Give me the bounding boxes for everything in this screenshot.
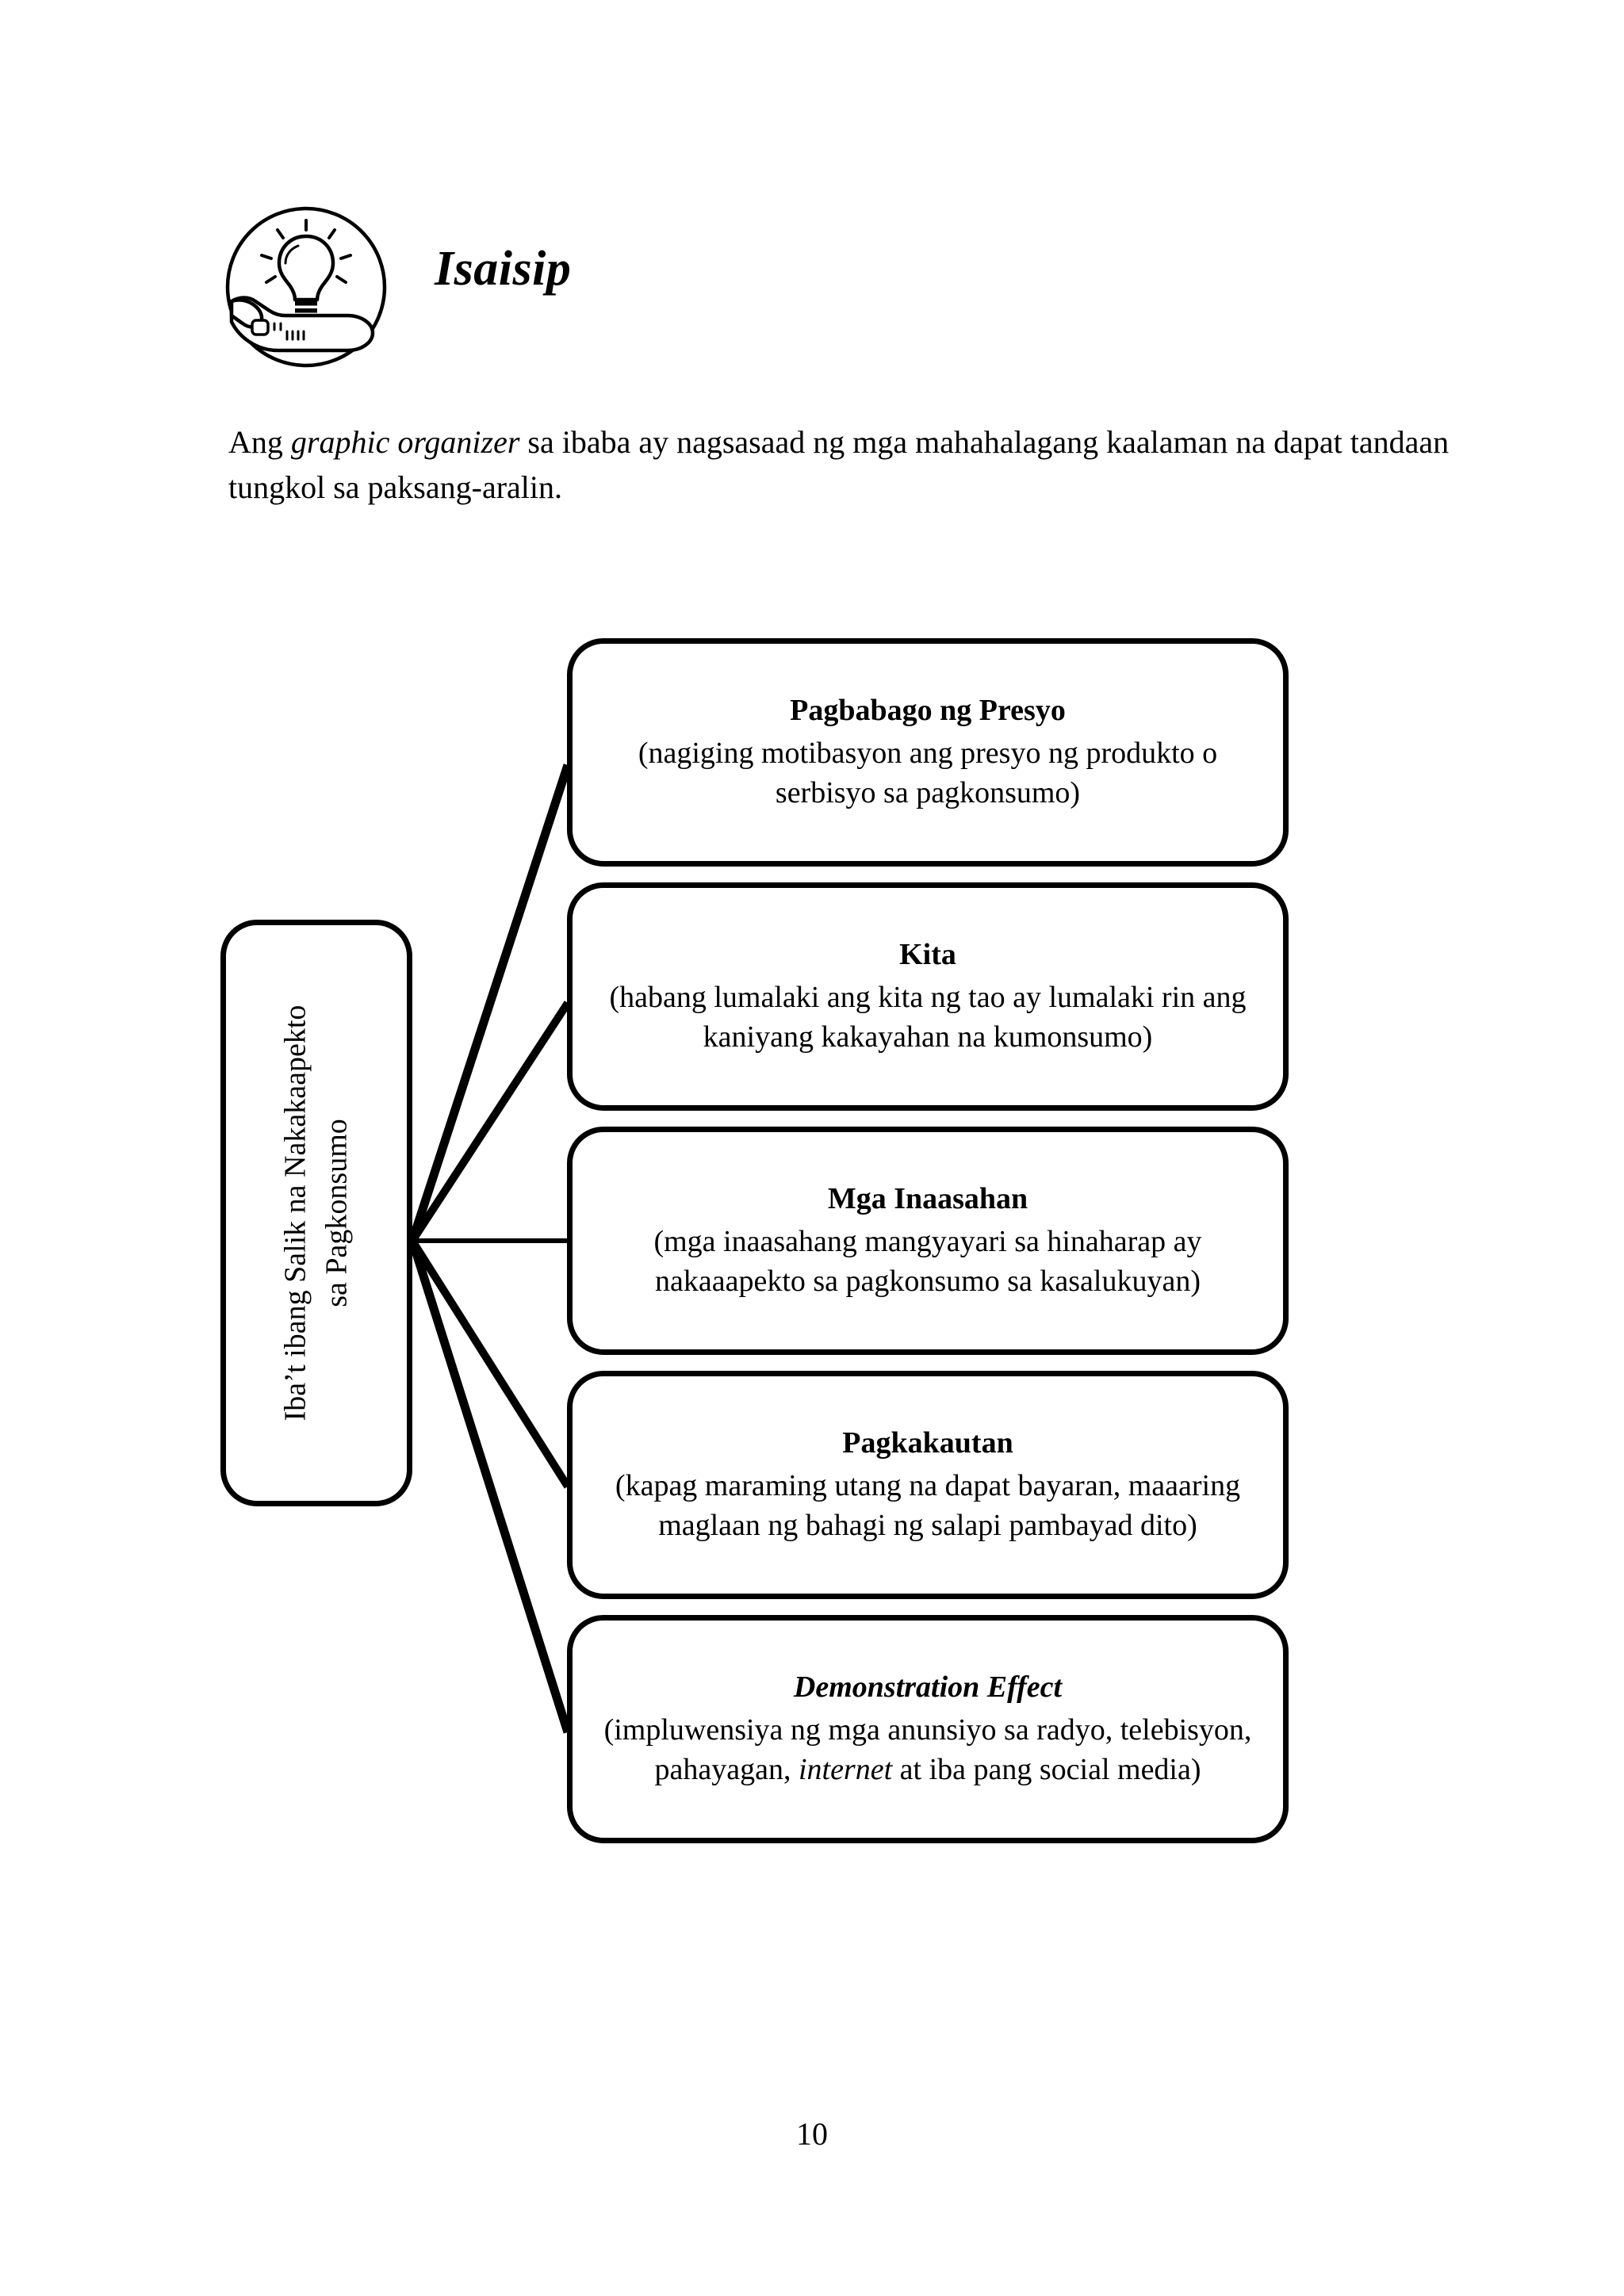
page-number: 10 (796, 2116, 828, 2152)
intro-text-after: sa ibaba ay nagsasaad ng mga mahahalagan… (228, 424, 1450, 505)
connector-line-4 (408, 1239, 573, 1734)
organizer-root-label-line1: Iba’t ibang Salik na Nakakaapekto (278, 1004, 312, 1422)
organizer-node-pagbabago-ng-presyo: Pagbabago ng Presyo (nagiging motibasyon… (567, 638, 1289, 867)
node-description: (mga inaasahang mangyayari sa hinaharap … (653, 1224, 1202, 1298)
organizer-node-mga-inaasahan: Mga Inaasahan (mga inaasahang mangyayari… (567, 1127, 1289, 1355)
node-title: Pagbabago ng Presyo (790, 694, 1066, 728)
node-description: (impluwensiya ng mga anunsiyo sa radyo, … (599, 1710, 1256, 1789)
organizer-node-demonstration-effect: Demonstration Effect (impluwensiya ng mg… (567, 1615, 1289, 1843)
organizer-node-kita: Kita (habang lumalaki ang kita ng tao ay… (567, 882, 1289, 1111)
node-description-italic: internet (798, 1752, 893, 1786)
node-title: Mga Inaasahan (827, 1182, 1028, 1216)
node-title: Pagkakautan (842, 1426, 1013, 1460)
organizer-node-pagkakautan: Pagkakautan (kapag maraming utang na dap… (567, 1371, 1289, 1599)
node-title: Kita (899, 938, 956, 972)
page-title: Isaisip (435, 242, 572, 296)
organizer-root-node: Iba’t ibang Salik na Nakakaapekto sa Pag… (220, 920, 412, 1506)
intro-paragraph: Ang graphic organizer sa ibaba ay nagsas… (228, 420, 1465, 511)
organizer-root-label-line2: sa Pagkonsumo (320, 1119, 353, 1307)
connector-line-1 (408, 1001, 572, 1243)
organizer-root-label: Iba’t ibang Salik na Nakakaapekto sa Pag… (275, 936, 357, 1490)
section-header: Isaisip (222, 197, 1411, 379)
intro-text-before: Ang (228, 424, 291, 460)
lightbulb-in-hand-icon (222, 203, 390, 371)
node-description: (habang lumalaki ang kita ng tao ay luma… (609, 980, 1247, 1054)
node-title: Demonstration Effect (793, 1670, 1063, 1705)
connector-line-3 (408, 1238, 572, 1489)
connector-line-0 (408, 763, 573, 1242)
node-description-part2: at iba pang social media) (892, 1752, 1201, 1786)
node-description: (nagiging motibasyon ang presyo ng produ… (638, 736, 1218, 809)
intro-text-italic: graphic organizer (290, 424, 520, 460)
node-description-part1: (impluwensiya ng mga anunsiyo sa radyo, … (603, 1712, 1252, 1786)
node-description: (kapag maraming utang na dapat bayaran, … (615, 1468, 1241, 1542)
